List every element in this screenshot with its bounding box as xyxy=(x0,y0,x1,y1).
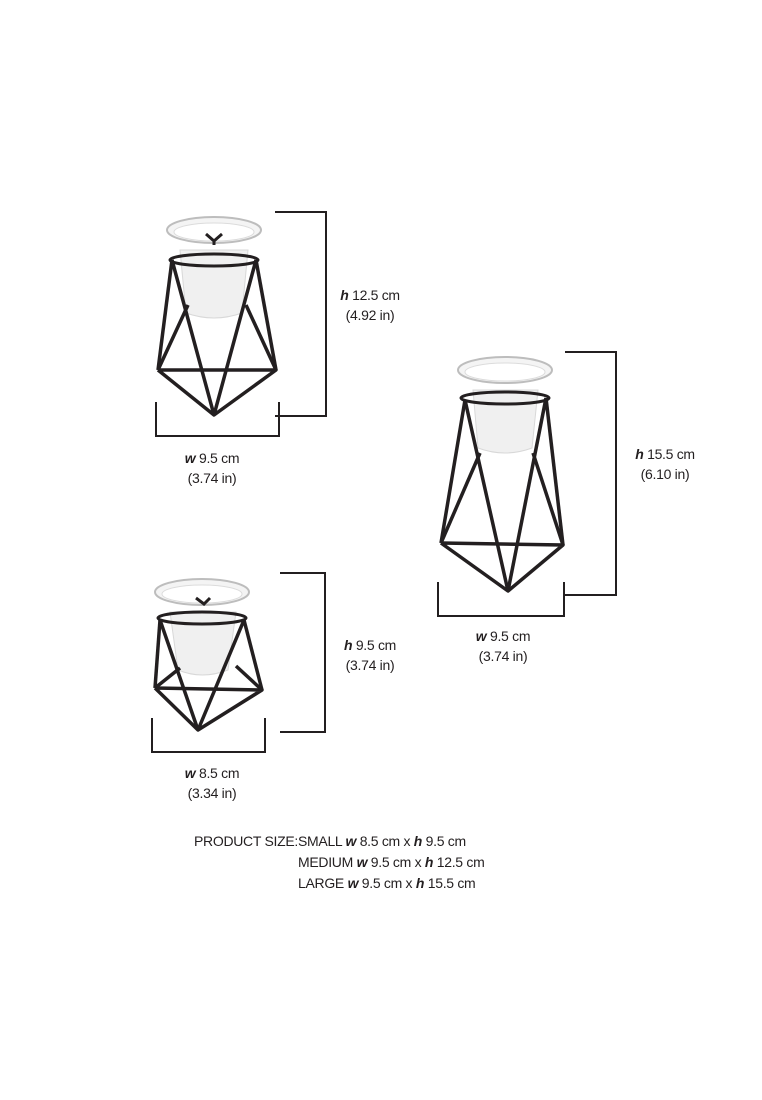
medium-stand-image xyxy=(156,216,278,417)
summary-row-small: PRODUCT SIZE: SMALL w 8.5 cm x h 9.5 cm xyxy=(194,831,484,852)
small-width-bracket xyxy=(151,718,266,753)
medium-height-label: h 12.5 cm (4.92 in) xyxy=(340,287,400,323)
small-height-bracket xyxy=(280,572,326,733)
product-size-summary: PRODUCT SIZE: SMALL w 8.5 cm x h 9.5 cm … xyxy=(194,831,485,894)
medium-width-bracket xyxy=(155,402,280,437)
small-height-label: h 9.5 cm (3.74 in) xyxy=(343,637,397,673)
large-height-bracket xyxy=(565,351,617,596)
large-width-label: w 9.5 cm (3.74 in) xyxy=(475,628,531,664)
medium-width-label: w 9.5 cm (3.74 in) xyxy=(184,450,240,486)
summary-row-large: LARGE w 9.5 cm x h 15.5 cm xyxy=(298,875,476,891)
medium-height-bracket xyxy=(275,211,327,417)
summary-heading: PRODUCT SIZE: xyxy=(194,833,298,849)
small-width-label: w 8.5 cm (3.34 in) xyxy=(184,765,240,801)
large-height-label: h 15.5 cm (6.10 in) xyxy=(635,446,695,482)
large-stand-image xyxy=(439,356,565,593)
small-stand-image xyxy=(153,578,264,732)
summary-row-medium: MEDIUM w 9.5 cm x h 12.5 cm xyxy=(298,854,485,870)
large-width-bracket xyxy=(437,582,565,617)
